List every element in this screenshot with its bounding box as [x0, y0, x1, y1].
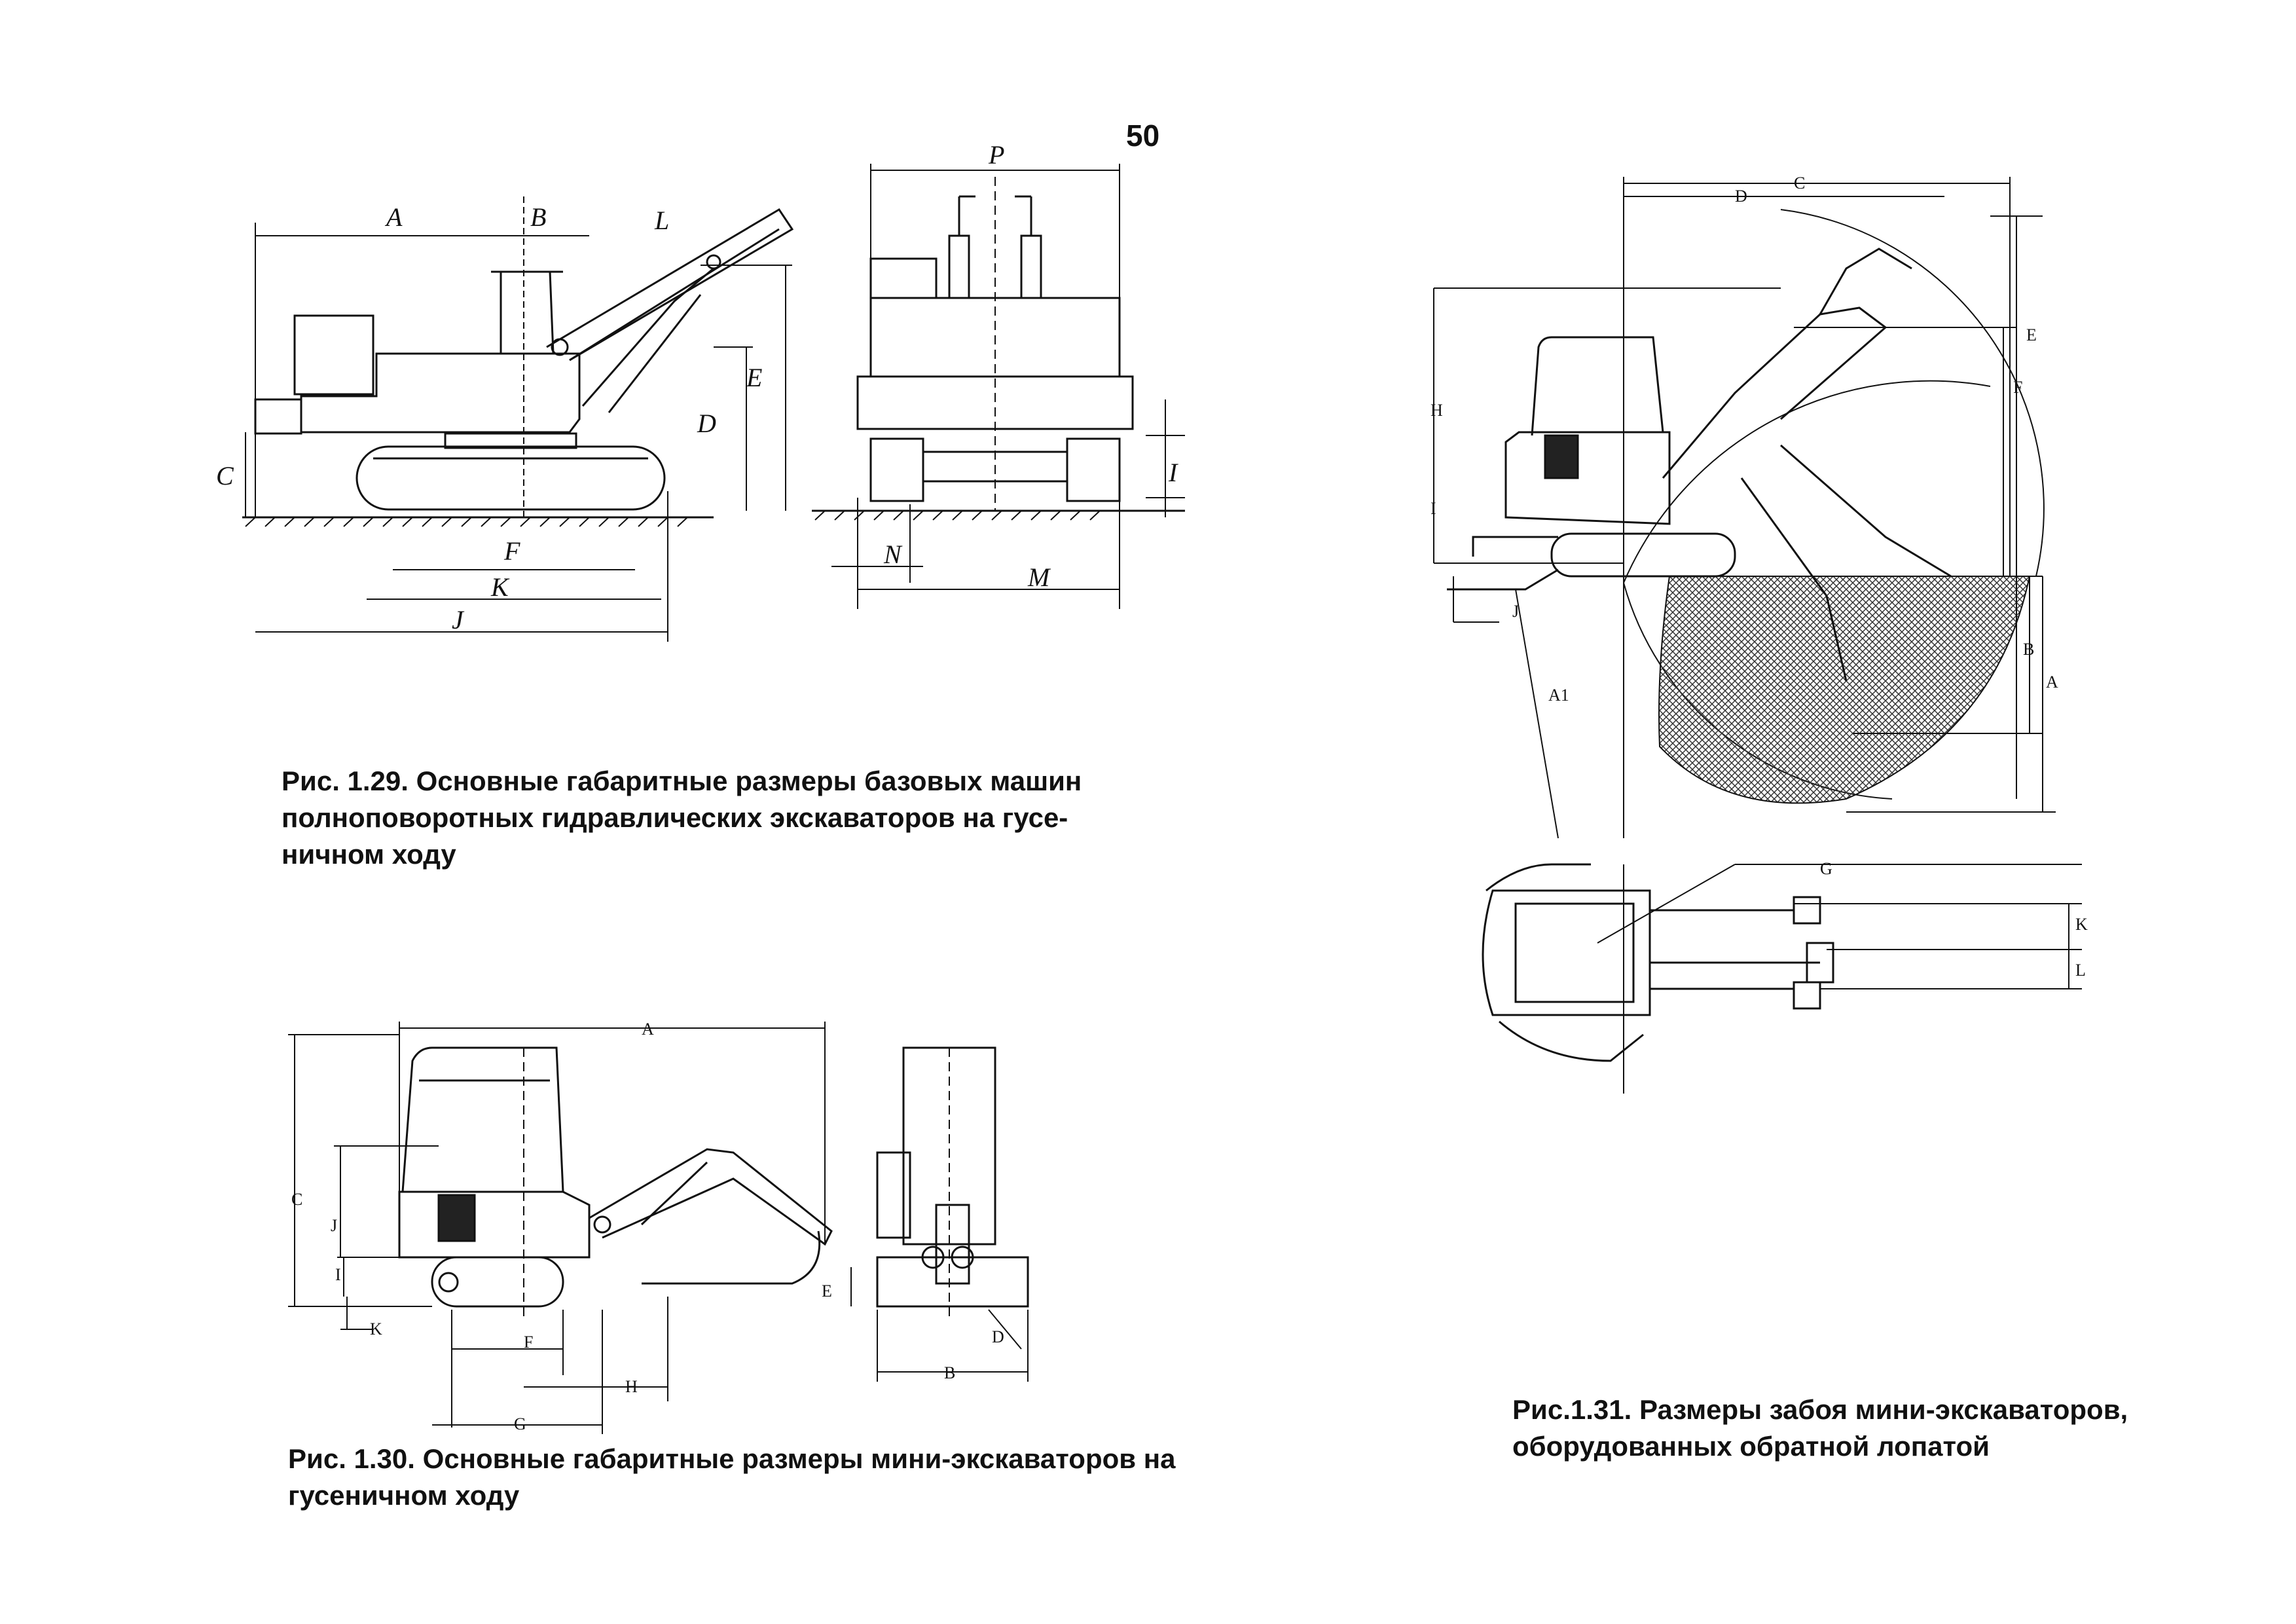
dim-label-j: J — [1512, 602, 1519, 621]
figure-1-29-drawing: A B L C D E F K J P I N M — [216, 140, 1185, 642]
dim-label-b: B — [944, 1363, 955, 1382]
dim-label-f: F — [2013, 378, 2022, 397]
dim-label-n: N — [883, 540, 903, 569]
dim-label-c: C — [291, 1190, 302, 1209]
dim-label-d: D — [992, 1327, 1004, 1346]
dim-label-c: C — [216, 461, 234, 490]
dim-label-a: A — [384, 202, 403, 232]
dim-label-k: K — [370, 1320, 382, 1338]
caption-line: полноповоротных гидравлических экскавато… — [282, 802, 1068, 833]
dim-label-j: J — [331, 1216, 337, 1235]
dim-label-k: K — [490, 572, 510, 602]
dim-label-d: D — [1735, 187, 1747, 206]
dim-label-h: H — [1430, 401, 1443, 420]
dim-label-l: L — [2075, 961, 2086, 980]
dim-label-e: E — [822, 1282, 832, 1301]
dim-label-g: G — [514, 1414, 526, 1433]
dim-label-i: I — [1430, 499, 1436, 518]
dim-label-g: G — [1820, 859, 1832, 878]
dim-label-b: B — [2023, 640, 2034, 659]
figure-1-31-drawing: C D E F H I J A1 B A G K L — [1430, 174, 2088, 1094]
dim-label-p: P — [988, 140, 1004, 170]
figure-1-31-caption: Рис.1.31. Размеры забоя мини-экскаваторо… — [1512, 1392, 2128, 1465]
figure-1-30: A C J I K E F H G B D — [275, 1008, 1061, 1441]
caption-line: Рис.1.31. Размеры забоя мини-экскаваторо… — [1512, 1394, 2128, 1425]
dim-label-e: E — [746, 363, 762, 392]
figure-1-29: A B L C D E F K J P I N M — [216, 138, 1198, 661]
dim-label-a: A — [642, 1020, 654, 1039]
dim-label-f: F — [503, 536, 520, 566]
caption-line: гусеничном ходу — [288, 1480, 520, 1511]
dim-label-b: B — [530, 202, 546, 232]
dim-label-j: J — [452, 605, 465, 635]
caption-line: оборудованных обратной лопатой — [1512, 1431, 1990, 1462]
dim-label-f: F — [524, 1333, 533, 1352]
dim-label-e: E — [2026, 325, 2037, 344]
figure-1-30-drawing: A C J I K E F H G B D — [288, 1020, 1029, 1434]
dim-label-a: A — [2046, 673, 2058, 692]
dim-label-d: D — [697, 409, 716, 438]
caption-line: Рис. 1.30. Основные габаритные размеры м… — [288, 1443, 1176, 1474]
caption-line: Рис. 1.29. Основные габаритные размеры б… — [282, 766, 1082, 796]
figure-1-30-caption: Рис. 1.30. Основные габаритные размеры м… — [288, 1441, 1175, 1514]
page-number: 50 — [1126, 119, 1160, 153]
dim-label-m: M — [1027, 563, 1051, 592]
figure-1-29-caption: Рис. 1.29. Основные габаритные размеры б… — [282, 763, 1082, 873]
dim-label-h: H — [625, 1377, 638, 1396]
dim-label-i: I — [1168, 458, 1178, 487]
figure-1-31: C D E F H I J A1 B A G K L — [1427, 170, 2121, 1139]
dim-label-a1: A1 — [1548, 686, 1569, 705]
caption-line: ничном ходу — [282, 839, 456, 870]
dim-label-k: K — [2075, 915, 2088, 934]
dim-label-c: C — [1794, 174, 1805, 193]
dim-label-i: I — [335, 1265, 341, 1284]
dim-label-l: L — [654, 206, 669, 235]
